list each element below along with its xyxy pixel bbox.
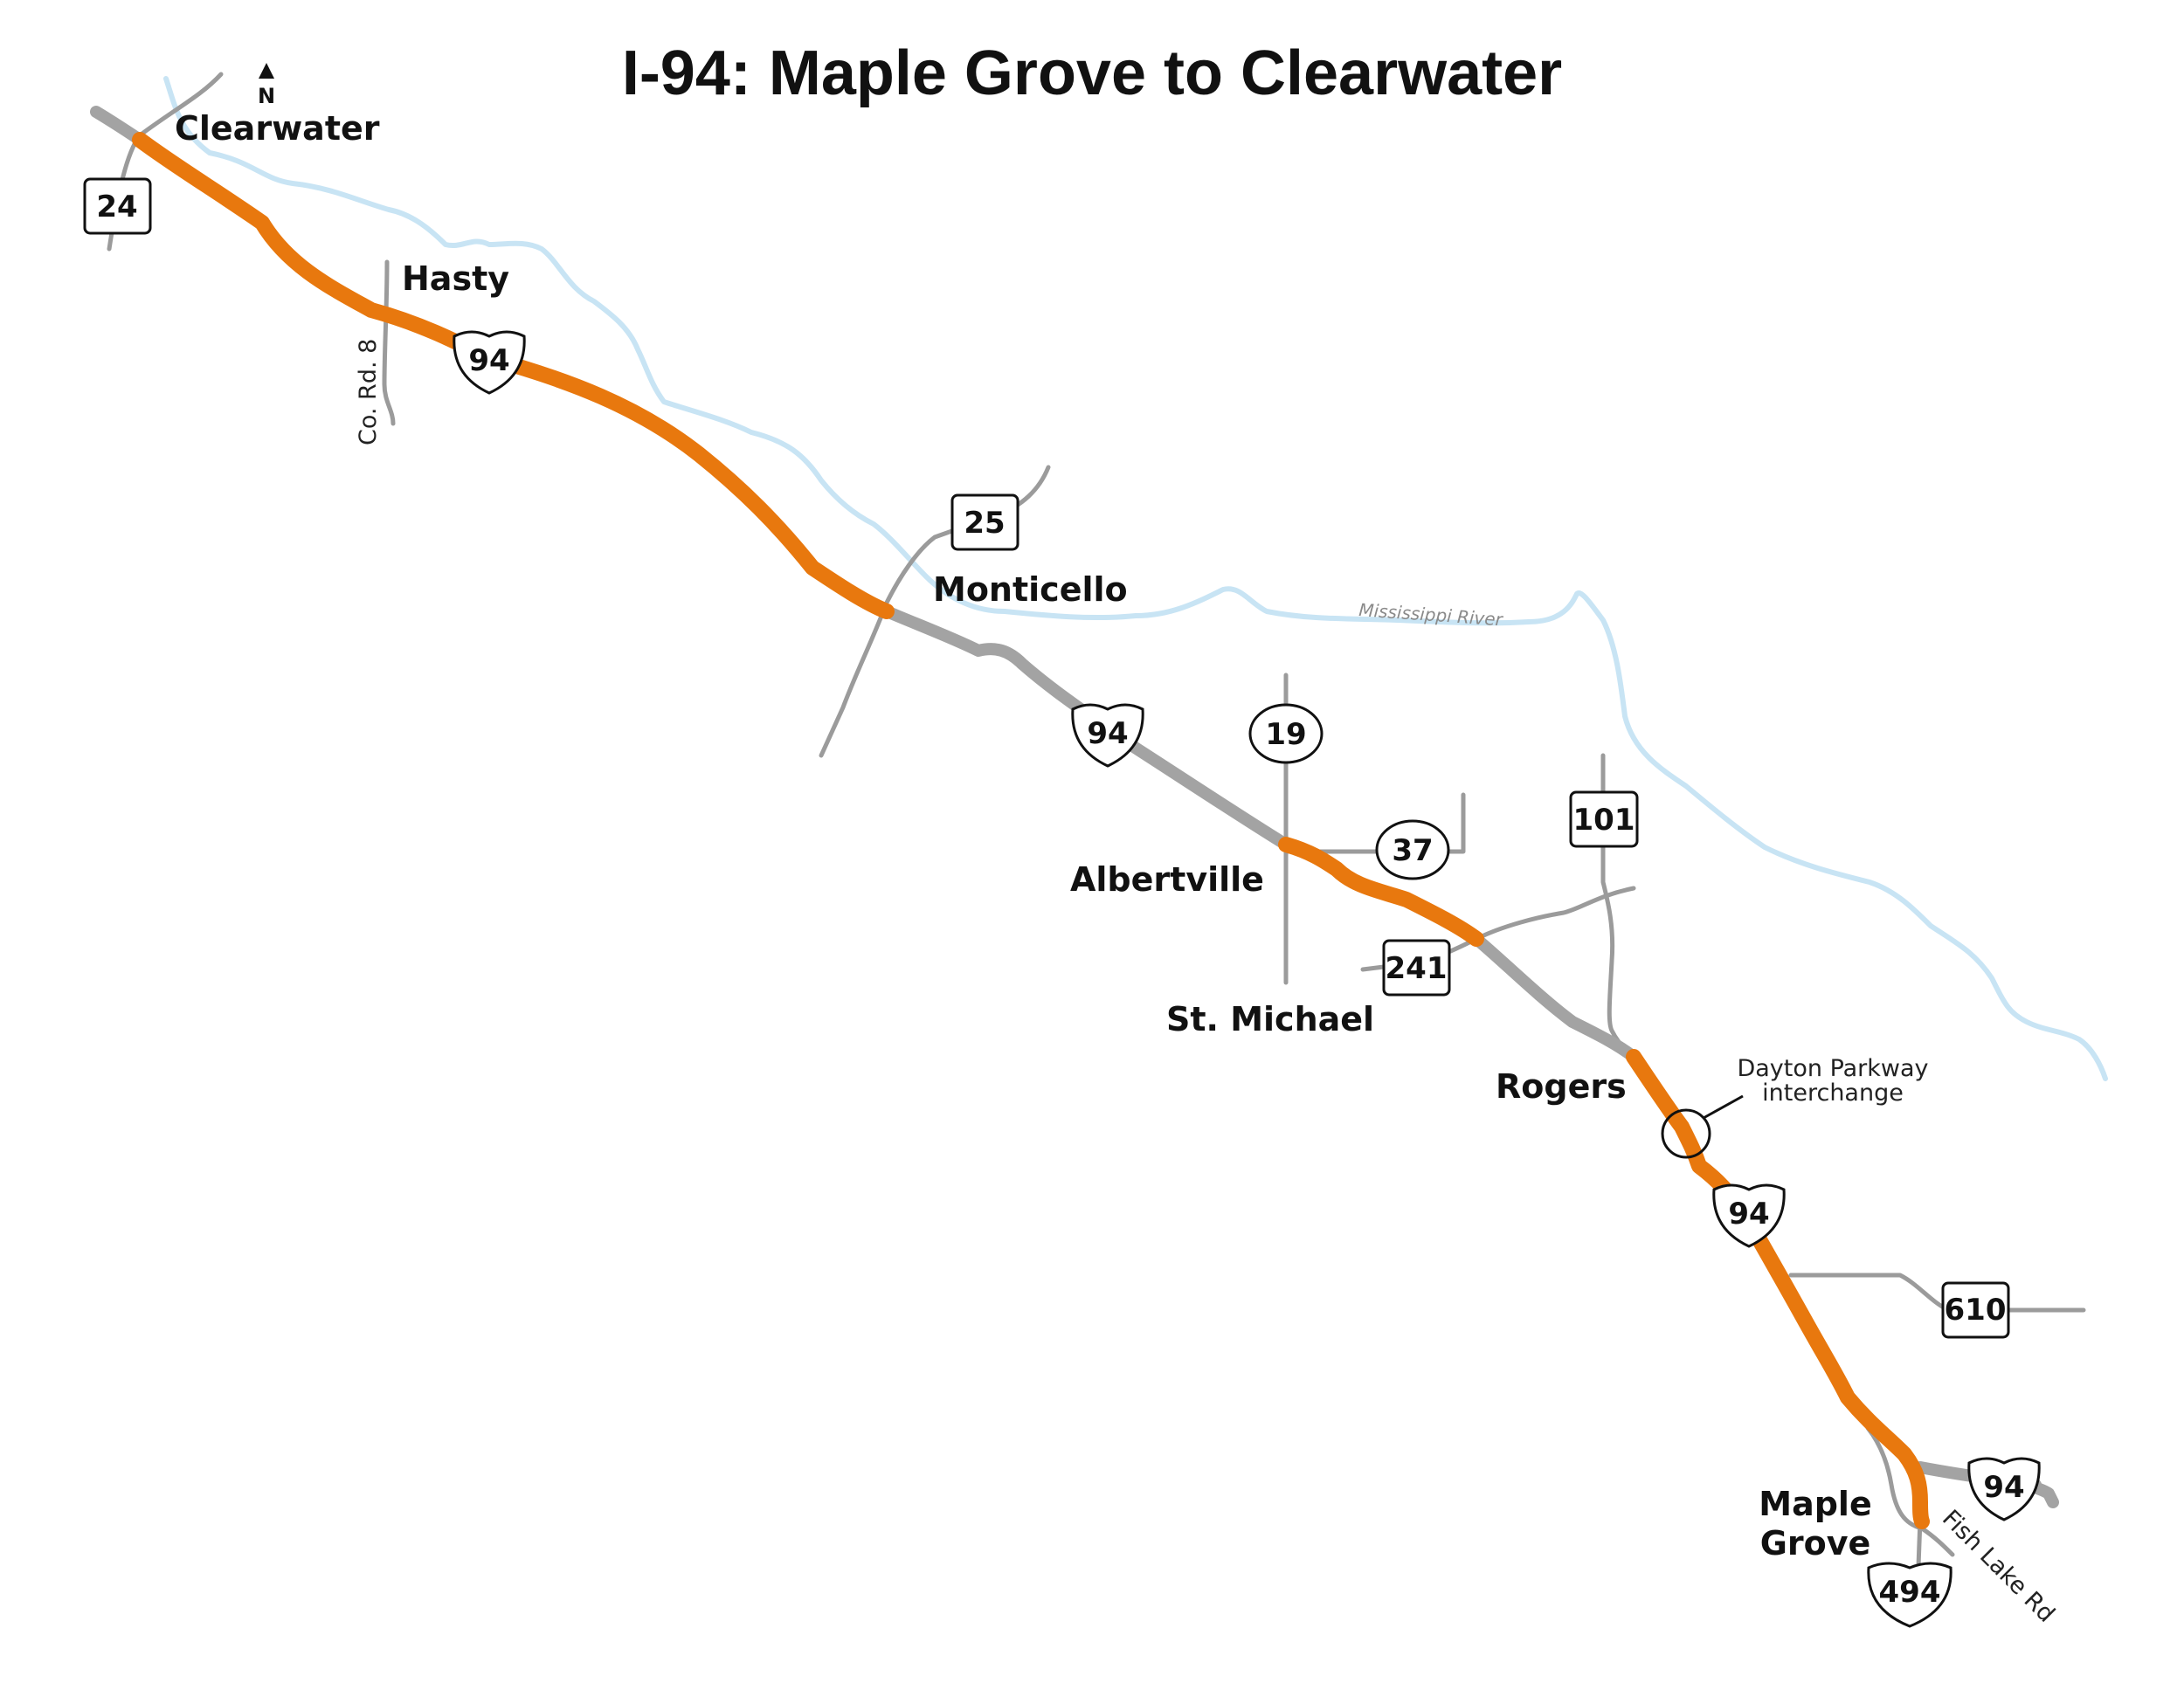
route-25-road [819,465,1051,758]
svg-text:94: 94 [1728,1197,1769,1231]
place-albertville: Albertville [1070,860,1264,899]
project-segment-rogers-maple-grove [1626,1049,1930,1529]
interstate-94-shield: 94 [453,330,526,395]
fish-lake-rd-label: Fish Lake Rd [1937,1505,2060,1628]
svg-text:25: 25 [964,506,1005,541]
callout-line1: Dayton Parkway [1737,1055,1928,1082]
route-24-shield: 24 [83,177,152,235]
project-segment-albertville [1278,837,1484,947]
route-19-shield: 19 [1248,703,1324,764]
route-101-shield: 101 [1569,790,1639,848]
place-hasty: Hasty [402,259,509,298]
place-st-michael: St. Michael [1166,1000,1374,1038]
i94-corridor [90,106,1928,1528]
dayton-parkway-callout: Dayton Parkway interchange [1661,1055,1929,1159]
svg-text:101: 101 [1573,803,1635,838]
svg-text:24: 24 [96,190,137,224]
mississippi-river [163,76,2108,1081]
route-241-shield: 241 [1382,939,1451,997]
svg-text:37: 37 [1392,833,1433,868]
north-label: N [258,84,275,108]
interchange-marker [1661,1108,1711,1159]
svg-text:241: 241 [1386,951,1448,986]
place-clearwater: Clearwater [175,109,380,148]
svg-text:94: 94 [1983,1470,2024,1505]
place-rogers: Rogers [1496,1067,1627,1106]
svg-text:610: 610 [1945,1293,2007,1328]
place-monticello: Monticello [933,570,1128,609]
interstate-94-shield: 94 [1712,1183,1786,1248]
svg-text:494: 494 [1879,1575,1941,1610]
route-610-road [1788,1273,2086,1313]
co-rd-8-road [382,259,396,426]
route-37-road [1283,792,1466,854]
interstate-94-shield: 94 [1967,1457,2041,1521]
place-maple-grove-line1: Maple [1759,1485,1871,1523]
place-maple-grove-line2: Grove [1760,1524,1871,1562]
co-rd-8-label: Co. Rd. 8 [355,339,382,445]
interstate-94-shield: 94 [1071,703,1144,768]
route-37-shield: 37 [1375,819,1450,880]
route-610-shield: 610 [1941,1281,2010,1339]
route-25-shield: 25 [950,493,1019,551]
svg-text:19: 19 [1265,717,1306,752]
north-arrow-icon: N [258,63,275,108]
svg-text:94: 94 [468,343,509,378]
fish-lake-road [1865,1425,1955,1557]
river-label: Mississippi River [1358,599,1505,631]
interstate-494-shield: 494 [1867,1562,1952,1628]
map-title: I-94: Maple Grove to Clearwater [622,38,1562,108]
svg-text:94: 94 [1087,716,1128,751]
callout-line2: interchange [1762,1080,1904,1107]
